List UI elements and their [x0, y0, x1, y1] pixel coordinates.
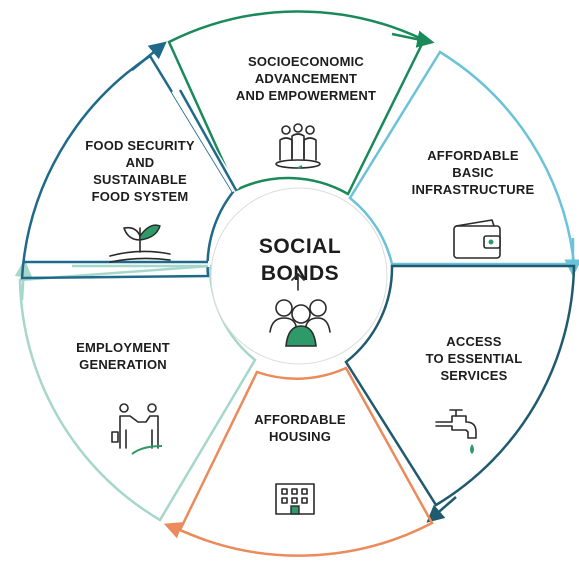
segment-food-line4: FOOD SYSTEM — [92, 189, 189, 204]
segment-infrastructure-line3: INFRASTRUCTURE — [412, 182, 535, 197]
plant-field-icon — [109, 224, 171, 263]
arrow-services — [426, 496, 457, 523]
segment-socioeconomic-line2: ADVANCEMENT — [255, 71, 357, 86]
people-circle-icon — [275, 123, 321, 169]
center-title-line1: SOCIAL — [259, 235, 341, 258]
segment-employment-line1: EMPLOYMENT — [76, 340, 170, 355]
segment-socioeconomic-line3: AND EMPOWERMENT — [236, 88, 376, 103]
handshake-icon — [111, 403, 163, 455]
arrow-socioeconomic — [391, 30, 435, 48]
segment-food-line2: AND — [126, 155, 155, 170]
segment-housing-outline — [178, 366, 434, 557]
segment-housing-line2: HOUSING — [269, 429, 331, 444]
water-tap-icon — [435, 409, 477, 454]
segment-services-line2: TO ESSENTIAL — [426, 351, 523, 366]
segment-infrastructure-outline — [348, 50, 576, 266]
segment-employment-outline — [18, 264, 257, 522]
segment-food-line1: FOOD SECURITY — [85, 138, 195, 153]
segment-food-line3: SUSTAINABLE — [93, 172, 187, 187]
arrow-employment — [14, 259, 33, 301]
segment-socioeconomic-line1: SOCIOECONOMIC — [248, 54, 364, 69]
segment-services-line3: SERVICES — [440, 368, 507, 383]
segment-employment-line2: GENERATION — [79, 357, 167, 372]
people-group-icon — [269, 273, 331, 347]
segment-food-outline — [20, 54, 235, 280]
segment-infrastructure-line1: AFFORDABLE — [427, 148, 519, 163]
center-title-line2: BONDS — [261, 262, 339, 285]
segment-services-line1: ACCESS — [446, 334, 502, 349]
segment-housing-line1: AFFORDABLE — [254, 412, 346, 427]
segment-socioeconomic-outline — [167, 10, 426, 196]
segment-services-outline — [344, 264, 576, 507]
wallet-icon — [453, 219, 501, 259]
segment-infrastructure-line2: BASIC — [452, 165, 494, 180]
building-icon — [275, 483, 315, 515]
arrow-housing — [163, 522, 206, 542]
arrow-food — [131, 41, 167, 71]
